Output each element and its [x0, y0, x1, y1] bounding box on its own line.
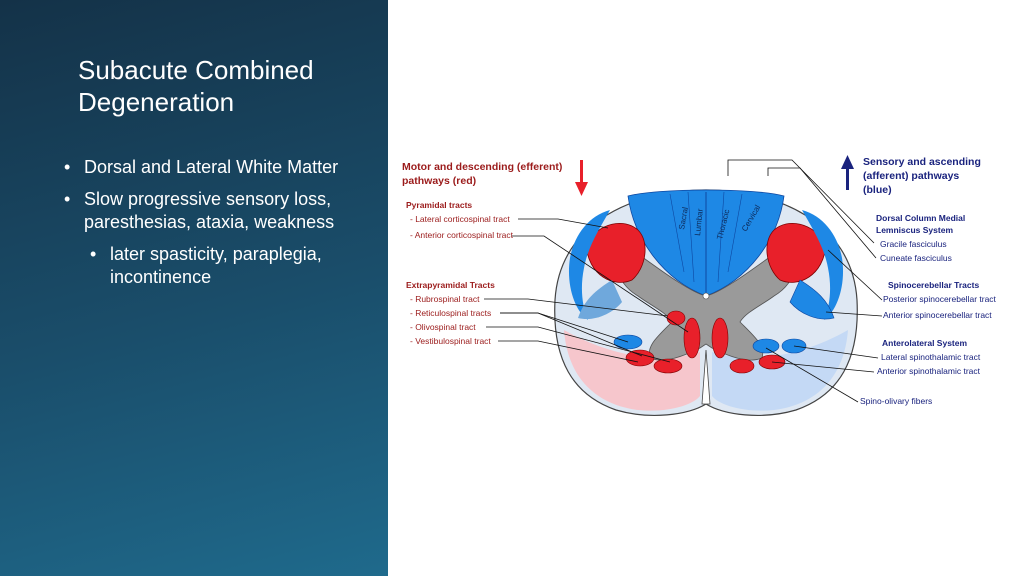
motor-header-line1: Motor and descending (efferent)	[402, 161, 562, 173]
slide-text-panel: Subacute Combined Degeneration Dorsal an…	[0, 0, 388, 576]
gracile-label: Gracile fasciculus	[880, 239, 947, 249]
extrapyramidal-title: Extrapyramidal Tracts	[406, 280, 495, 290]
left-leader-lines	[484, 218, 689, 363]
down-arrow-icon	[575, 160, 588, 196]
right-leader-lines	[727, 159, 883, 403]
sensory-header-line3: (blue)	[863, 184, 892, 196]
anterolateral-title: Anterolateral System	[882, 338, 967, 348]
sensory-header-line1: Sensory and ascending	[863, 156, 981, 168]
lateral-spinothalamic-label: Lateral spinothalamic tract	[881, 352, 981, 362]
slide-title: Subacute Combined Degeneration	[78, 55, 314, 117]
dorsal-column-title-2: Lemniscus System	[876, 225, 953, 235]
bullet-item: Dorsal and Lateral White Matter	[62, 156, 382, 179]
diagram-panel: Motor and descending (efferent) pathways…	[388, 0, 1024, 576]
vestibulospinal-label: - Vestibulospinal tract	[410, 336, 491, 346]
anterior-spinothalamic-label: Anterior spinothalamic tract	[877, 366, 981, 376]
anterior-spinocerebellar-label: Anterior spinocerebellar tract	[883, 310, 992, 320]
reticulospinal-label: - Reticulospinal tracts	[410, 308, 491, 318]
rubrospinal-label: - Rubrospinal tract	[410, 294, 480, 304]
spinal-cord-section: Sacral Lumbar Thoracic Cervical	[554, 189, 858, 416]
dorsal-column-title-1: Dorsal Column Medial	[876, 213, 965, 223]
spinocerebellar-title: Spinocerebellar Tracts	[888, 280, 979, 290]
motor-header-line2: pathways (red)	[402, 175, 476, 187]
sub-bullet-item: later spasticity, paraplegia, incontinen…	[88, 243, 382, 289]
posterior-spinocerebellar-label: Posterior spinocerebellar tract	[883, 294, 997, 304]
olivospinal-label: - Olivospinal tract	[410, 322, 476, 332]
bullet-item: Slow progressive sensory loss, paresthes…	[62, 188, 382, 234]
segment-label-sacral: Sacral	[677, 206, 690, 230]
lateral-corticospinal-label: - Lateral corticospinal tract	[410, 214, 510, 224]
spinal-cord-diagram: Motor and descending (efferent) pathways…	[402, 155, 997, 416]
spino-olivary-label: Spino-olivary fibers	[860, 396, 932, 406]
cuneate-label: Cuneate fasciculus	[880, 253, 952, 263]
segment-label-lumbar: Lumbar	[693, 208, 705, 236]
up-arrow-icon	[841, 155, 854, 190]
anterior-corticospinal-label: - Anterior corticospinal tract	[410, 230, 514, 240]
bullet-list: Dorsal and Lateral White Matter Slow pro…	[62, 156, 382, 298]
sensory-header-line2: (afferent) pathways	[863, 170, 959, 182]
pyramidal-title: Pyramidal tracts	[406, 200, 472, 210]
